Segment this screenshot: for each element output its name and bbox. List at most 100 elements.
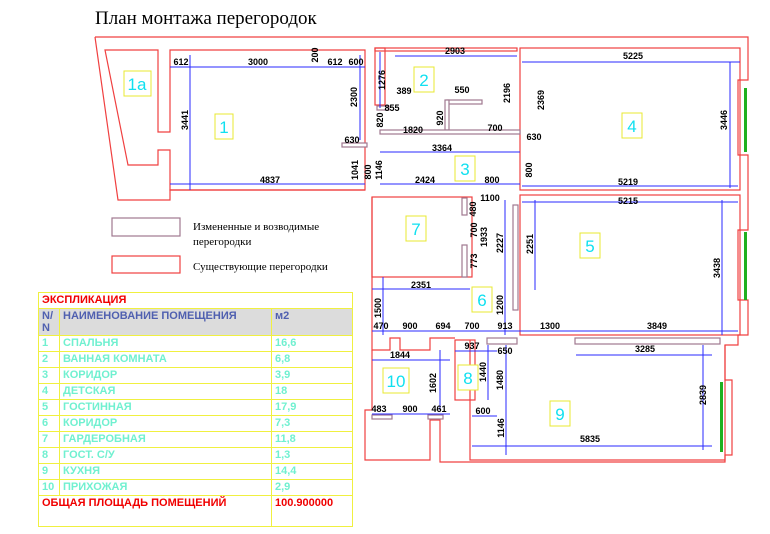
dim-label: 900 [402,404,417,414]
room-labels: 1a 1 2 3 4 5 6 7 8 10 9 [123,66,643,427]
cell-name: ДЕТСКАЯ [59,383,272,400]
header-area: м2 [271,308,353,336]
dim-label: 937 [464,341,479,351]
cell-name: ГОСТИННАЯ [59,399,272,416]
legend: Измененные и возводимые перегородки Суще… [111,217,328,274]
cell-name: ГАРДЕРОБНАЯ [59,431,272,448]
dim-label: 5225 [623,51,643,61]
dim-label: 612 [173,57,188,67]
dim-label: 600 [348,57,363,67]
cell-name: СПАЛЬНЯ [59,335,272,352]
cell-area: 6,8 [271,351,353,368]
dim-label: 612 [327,57,342,67]
room-label-1a: 1a [128,75,147,94]
cell-n: 4 [38,383,60,400]
cell-n: 2 [38,351,60,368]
dim-label: 2903 [445,46,465,56]
legend-swatch-changed [111,217,181,237]
dim-label: 800 [524,162,534,177]
dim-label: 389 [396,86,411,96]
dim-label: 700 [487,123,502,133]
explication-table: ЭКСПЛИКАЦИЯ N/ N НАИМЕНОВАНИЕ ПОМЕЩЕНИЯ … [38,292,353,527]
dim-label: 800 [484,175,499,185]
dim-label: 1480 [495,370,505,390]
dim-label: 855 [384,103,399,113]
total-value: 100.900000 [271,495,353,527]
dim-label: 2251 [525,234,535,254]
dim-label: 1820 [403,125,423,135]
cell-area: 7,3 [271,415,353,432]
dim-label: 2369 [536,90,546,110]
room-label-8: 8 [463,369,472,388]
dim-label: 773 [469,253,479,268]
dim-label: 1146 [496,418,506,438]
room-label-5: 5 [585,237,594,256]
header-name: НАИМЕНОВАНИЕ ПОМЕЩЕНИЯ [59,308,272,336]
dim-label: 2196 [502,83,512,103]
dim-label: 800 [363,164,373,179]
legend-label-changed: Измененные и возводимые [193,221,319,233]
cell-n: 10 [38,479,60,496]
cell-n: 3 [38,367,60,384]
dim-label: 2351 [411,280,431,290]
cell-n: 9 [38,463,60,480]
room-label-3: 3 [460,160,469,179]
room-label-7: 7 [411,220,420,239]
room-label-9: 9 [555,405,564,424]
dim-label: 650 [497,346,512,356]
dim-label: 1041 [350,160,360,180]
room-label-1: 1 [219,118,228,137]
cell-name: ГОСТ. С/У [59,447,272,464]
dim-label: 3285 [635,344,655,354]
dim-label: 1146 [374,160,384,180]
plan-title: План монтажа перегородок [95,8,317,29]
room-label-6: 6 [477,291,486,310]
room-label-10: 10 [387,372,406,391]
dim-label: 600 [475,406,490,416]
dim-label: 913 [497,321,512,331]
cell-n: 5 [38,399,60,416]
cell-name: КУХНЯ [59,463,272,480]
dim-label: 200 [310,47,320,62]
cell-area: 17,9 [271,399,353,416]
room-label-2: 2 [419,71,428,90]
cell-n: 1 [38,335,60,352]
cell-n: 8 [38,447,60,464]
dim-label: 1500 [373,298,383,318]
cell-name: КОРИДОР [59,367,272,384]
dim-label: 1602 [428,373,438,393]
dim-label: 700 [464,321,479,331]
cell-area: 1,3 [271,447,353,464]
cell-name: КОРИДОР [59,415,272,432]
dim-label: 480 [468,201,478,216]
cell-n: 7 [38,431,60,448]
dim-label: 470 [373,321,388,331]
dim-label: 3446 [719,110,729,130]
legend-swatch-existing [111,255,181,274]
partitions [341,99,721,420]
dim-label: 3000 [248,57,268,67]
dim-label: 630 [344,135,359,145]
cell-area: 18 [271,383,353,400]
dim-label: 5215 [618,196,638,206]
dim-label: 5219 [618,177,638,187]
window [720,382,723,452]
cell-area: 3,9 [271,367,353,384]
dim-label: 2839 [698,385,708,405]
dim-label: 900 [402,321,417,331]
dim-label: 1844 [390,350,410,360]
dim-label: 1276 [377,70,387,90]
cell-area: 14,4 [271,463,353,480]
legend-label-existing: Существующие перегородки [193,261,328,273]
